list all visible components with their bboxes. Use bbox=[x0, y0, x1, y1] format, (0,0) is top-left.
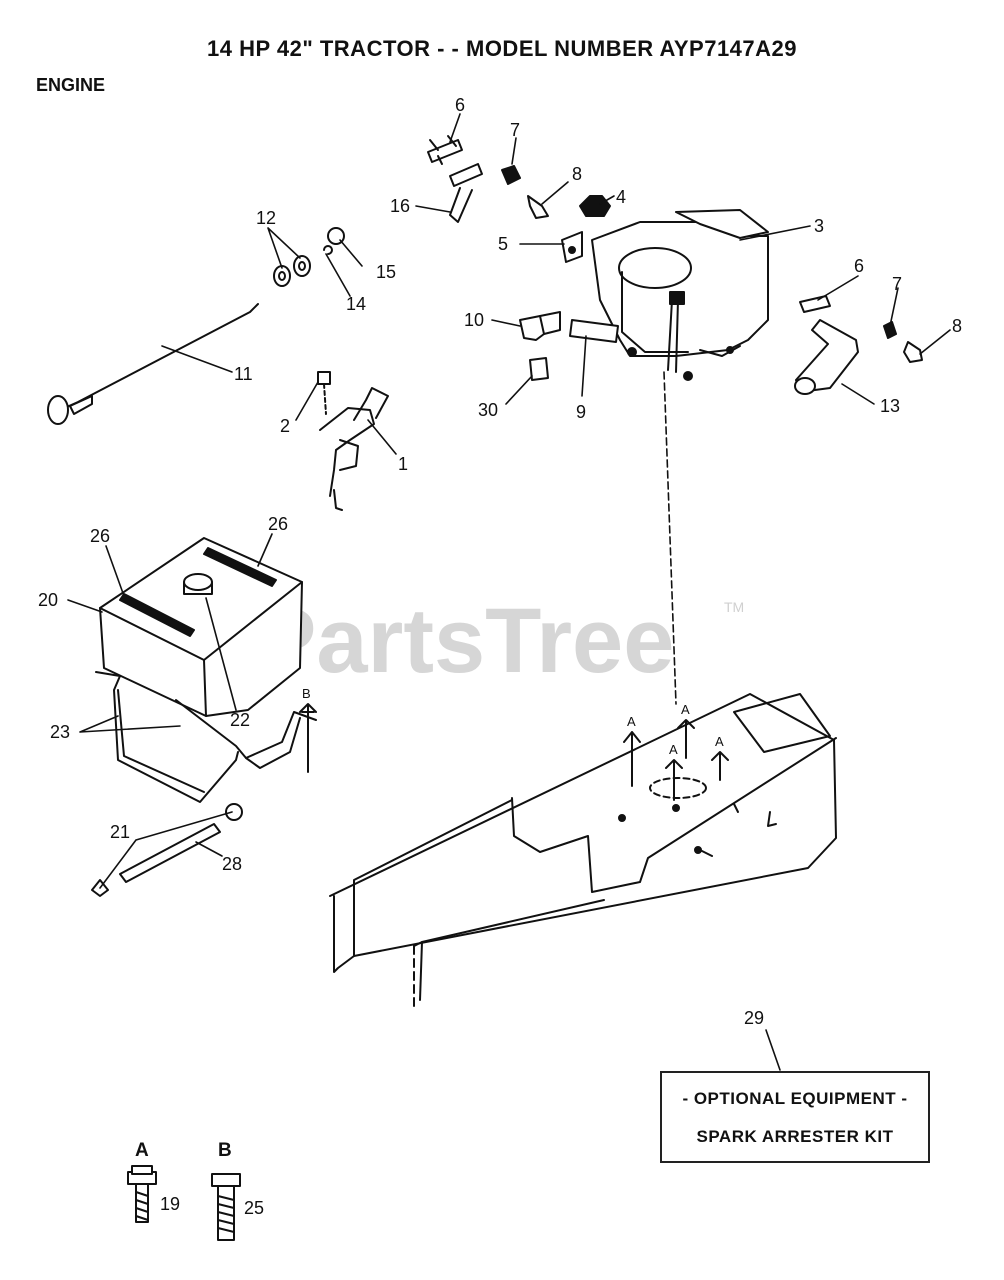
upper-exhaust-parts bbox=[427, 135, 549, 223]
legend-b: B bbox=[218, 1140, 232, 1161]
tank-straps-part bbox=[95, 671, 317, 803]
callout-9: 9 bbox=[576, 402, 586, 422]
callout-22: 22 bbox=[230, 710, 250, 730]
ref-a1: A bbox=[627, 714, 636, 729]
callout-1: 1 bbox=[398, 454, 408, 474]
leader-lines bbox=[67, 113, 951, 1071]
callout-29: 29 bbox=[744, 1008, 764, 1028]
throttle-control-part bbox=[317, 371, 389, 511]
callout-numbers: 6 7 8 4 5 3 16 12 15 14 11 10 9 30 13 6 … bbox=[38, 95, 962, 1218]
washer-parts bbox=[273, 227, 345, 287]
callout-26a: 26 bbox=[90, 526, 110, 546]
bolt-b-part bbox=[211, 1173, 241, 1241]
callout-8a: 8 bbox=[572, 164, 582, 184]
fuel-tank-part bbox=[99, 537, 303, 717]
ref-a2: A bbox=[681, 702, 690, 717]
fuel-line-parts bbox=[91, 803, 243, 897]
callout-6b: 6 bbox=[854, 256, 864, 276]
callout-13: 13 bbox=[880, 396, 900, 416]
callout-16: 16 bbox=[390, 196, 410, 216]
bracket-part bbox=[561, 231, 583, 263]
callout-15: 15 bbox=[376, 262, 396, 282]
watermark-tm: TM bbox=[724, 599, 744, 615]
callout-20: 20 bbox=[38, 590, 58, 610]
callout-3: 3 bbox=[814, 216, 824, 236]
callout-12: 12 bbox=[256, 208, 276, 228]
callout-21: 21 bbox=[110, 822, 130, 842]
callout-5: 5 bbox=[498, 234, 508, 254]
ref-arrows bbox=[299, 703, 729, 801]
ref-a3: A bbox=[669, 742, 678, 757]
spark-arrester-label: SPARK ARRESTER KIT bbox=[696, 1127, 894, 1146]
bolt-a-part bbox=[127, 1165, 157, 1223]
callout-11: 11 bbox=[234, 364, 253, 384]
callout-2: 2 bbox=[280, 416, 290, 436]
watermark: PartsTree bbox=[255, 590, 674, 692]
section-label: ENGINE bbox=[36, 75, 106, 95]
throttle-cable-part bbox=[47, 303, 259, 425]
diagram-title: 14 HP 42" TRACTOR - - MODEL NUMBER AYP71… bbox=[206, 36, 798, 61]
oil-cap-part bbox=[579, 195, 611, 217]
mount-line bbox=[663, 371, 677, 705]
ref-b1: B bbox=[302, 686, 311, 701]
optional-equipment-label: - OPTIONAL EQUIPMENT - bbox=[682, 1089, 908, 1108]
callout-4: 4 bbox=[616, 187, 626, 207]
callout-25: 25 bbox=[244, 1198, 264, 1218]
optional-equipment-box: - OPTIONAL EQUIPMENT - SPARK ARRESTER KI… bbox=[660, 1071, 930, 1163]
frame-part bbox=[329, 693, 837, 1011]
callout-10: 10 bbox=[464, 310, 484, 330]
callout-23: 23 bbox=[50, 722, 70, 742]
callout-14: 14 bbox=[346, 294, 366, 314]
callout-26b: 26 bbox=[268, 514, 288, 534]
callout-30: 30 bbox=[478, 400, 498, 420]
legend-a: A bbox=[135, 1140, 149, 1161]
callout-8b: 8 bbox=[952, 316, 962, 336]
reference-letters: A A A A B A B bbox=[135, 686, 724, 1161]
callout-7b: 7 bbox=[892, 274, 902, 294]
ref-a4: A bbox=[715, 734, 724, 749]
callout-19: 19 bbox=[160, 1194, 180, 1214]
callout-7a: 7 bbox=[510, 120, 520, 140]
callout-6a: 6 bbox=[455, 95, 465, 115]
engine-part bbox=[591, 209, 769, 381]
muffler-part bbox=[794, 295, 923, 395]
callout-28: 28 bbox=[222, 854, 242, 874]
exhaust-pipe-parts bbox=[519, 311, 619, 381]
